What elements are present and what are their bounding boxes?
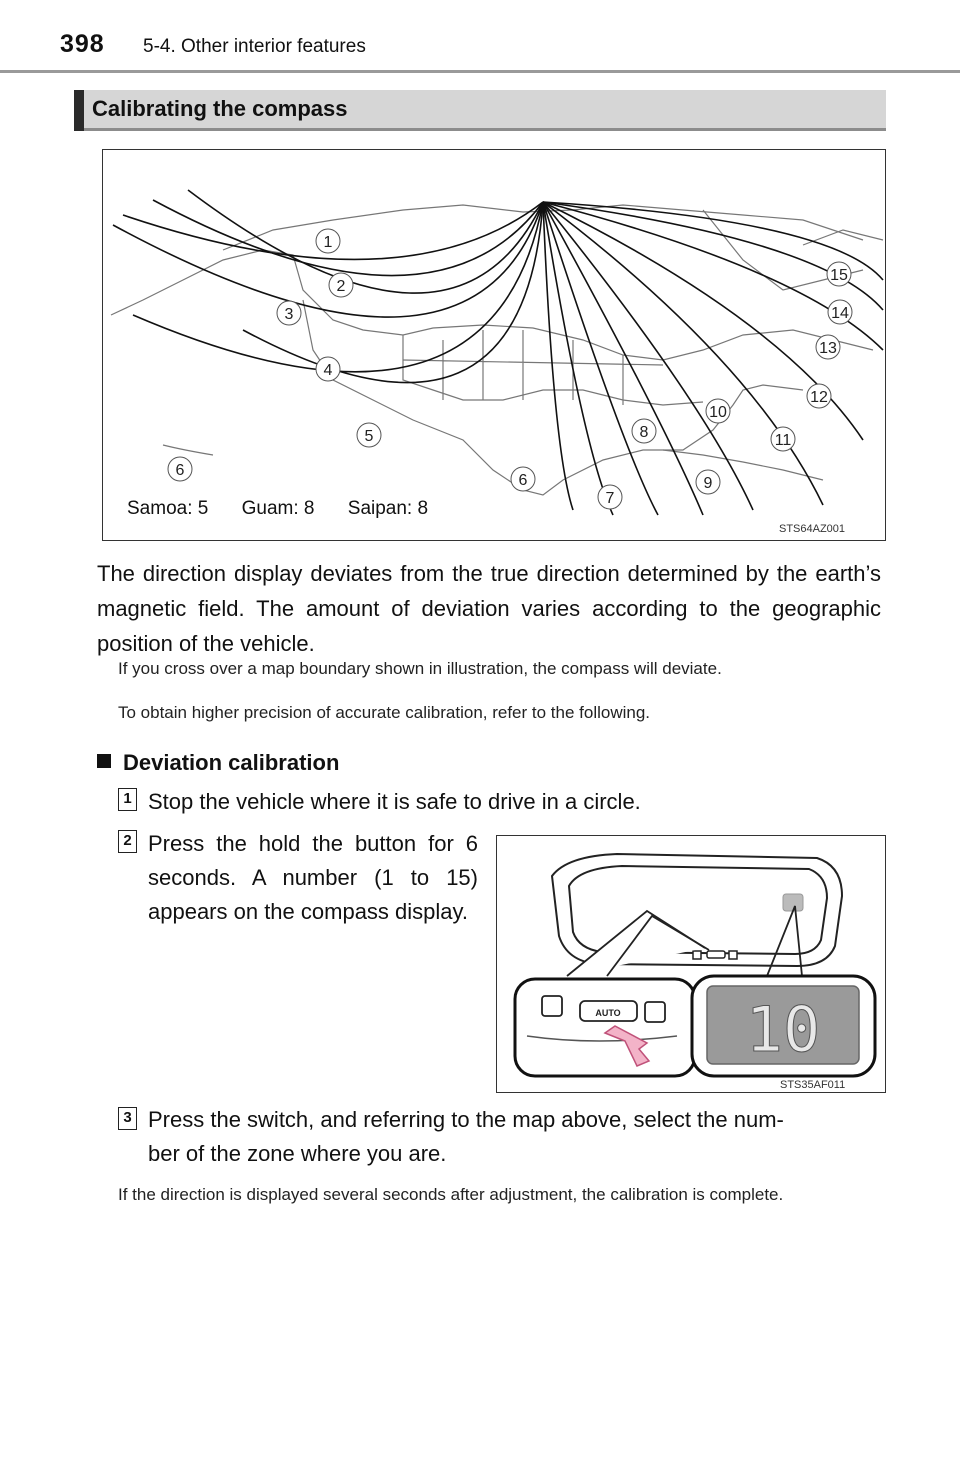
zone-label: 3 — [285, 306, 294, 323]
zone-label: 14 — [831, 305, 849, 322]
auto-button-label: AUTO — [595, 1008, 620, 1018]
zone-label: 6 — [519, 472, 528, 489]
deviation-heading: Deviation calibration — [97, 750, 339, 776]
compass-zone-map: 1 2 3 4 5 6 6 7 8 9 10 11 12 13 14 15 Sa… — [102, 149, 886, 541]
zone-label: 5 — [365, 428, 374, 445]
zone-label: 4 — [324, 362, 333, 379]
note-deviate: If you cross over a map boundary shown i… — [118, 659, 722, 678]
caption-saipan: Saipan: 8 — [347, 498, 429, 519]
subheading-bar — [74, 90, 84, 131]
zone-label: 6 — [176, 462, 185, 479]
figure-id: STS64AZ001 — [779, 523, 846, 535]
subheading-title: Calibrating the compass — [92, 96, 348, 121]
mirror-figure-id: STS35AF011 — [780, 1079, 846, 1091]
page-header: 398 5-4. Other interior features — [0, 0, 960, 73]
deviation-heading-text: Deviation calibration — [123, 750, 340, 775]
header-rule — [0, 70, 960, 73]
zone-label: 13 — [819, 340, 837, 357]
heading-square-icon — [97, 754, 111, 768]
subheading-box: Calibrating the compass — [74, 90, 886, 131]
compass-display-value: 10 — [746, 993, 821, 1066]
zone-label: 10 — [709, 404, 727, 421]
step-2-text: Press the hold the button for 6 seconds.… — [148, 831, 478, 924]
caption-guam: Guam: 8 — [241, 498, 315, 519]
step-number-2: 2 — [118, 830, 137, 853]
zone-label: 11 — [775, 432, 792, 449]
zone-label: 12 — [810, 389, 828, 406]
step-number-3: 3 — [118, 1107, 137, 1130]
map-caption: Samoa: 5 Guam: 8 Saipan: 8 — [127, 498, 456, 520]
zone-label: 2 — [337, 278, 346, 295]
final-note: If the direction is displayed several se… — [118, 1185, 784, 1204]
mirror-illustration: AUTO 10 — [513, 852, 877, 1078]
body-paragraph: The direction display deviates from the … — [97, 561, 881, 656]
zone-label: 9 — [704, 475, 713, 492]
caption-samoa: Samoa: 5 — [127, 498, 209, 519]
note-precision: To obtain higher precision of accurate c… — [118, 703, 651, 722]
step-3-line-2: ber of the zone where you are. — [148, 1141, 447, 1166]
page-number: 398 — [60, 30, 105, 58]
zone-label: 8 — [640, 424, 649, 441]
section-title: 5-4. Other interior features — [143, 36, 366, 57]
zone-map-illustration: 1 2 3 4 5 6 6 7 8 9 10 11 12 13 14 15 — [110, 189, 884, 516]
mirror-figure: AUTO 10 STS35AF011 — [496, 835, 886, 1093]
step-number-1: 1 — [118, 788, 137, 811]
zone-label: 7 — [606, 490, 615, 507]
zone-label: 15 — [830, 267, 848, 284]
step-3-line-1: Press the switch, and referring to the m… — [148, 1107, 784, 1132]
step-1-text: Stop the vehicle where it is safe to dri… — [148, 789, 641, 814]
zone-label: 1 — [324, 234, 333, 251]
